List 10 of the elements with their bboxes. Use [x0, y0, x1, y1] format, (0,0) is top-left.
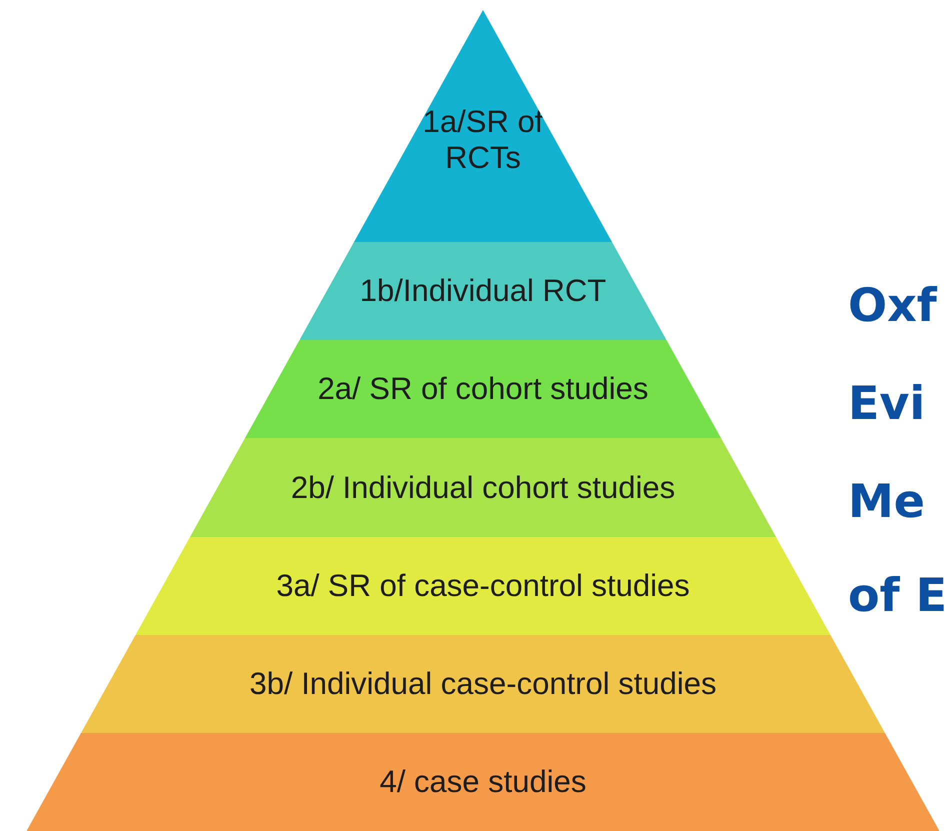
level-label: 2a/ SR of cohort studies: [318, 371, 648, 407]
title-text: Oxf: [848, 278, 937, 332]
title-text: of E: [848, 568, 945, 622]
level-label: 2b/ Individual cohort studies: [290, 470, 676, 506]
title-text: Me: [848, 474, 925, 528]
level-label: 4/ case studies: [380, 764, 586, 800]
level-label: 1b/Individual RCT: [360, 273, 606, 309]
level-label: 3b/ Individual case-control studies: [249, 666, 716, 702]
title-text: Evi: [848, 376, 926, 430]
level-label: 3a/ SR of case-control studies: [276, 568, 690, 604]
